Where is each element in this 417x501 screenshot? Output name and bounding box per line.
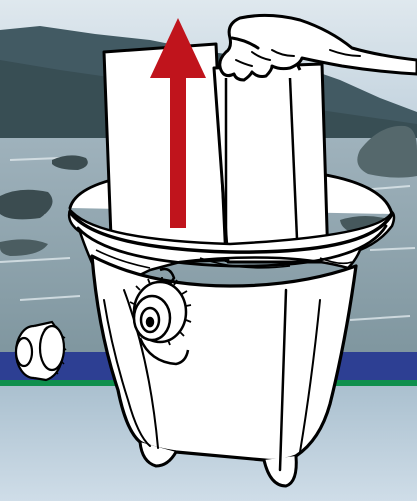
loose-knob-icon bbox=[16, 322, 66, 380]
filter-cartridge-icon bbox=[104, 44, 328, 264]
